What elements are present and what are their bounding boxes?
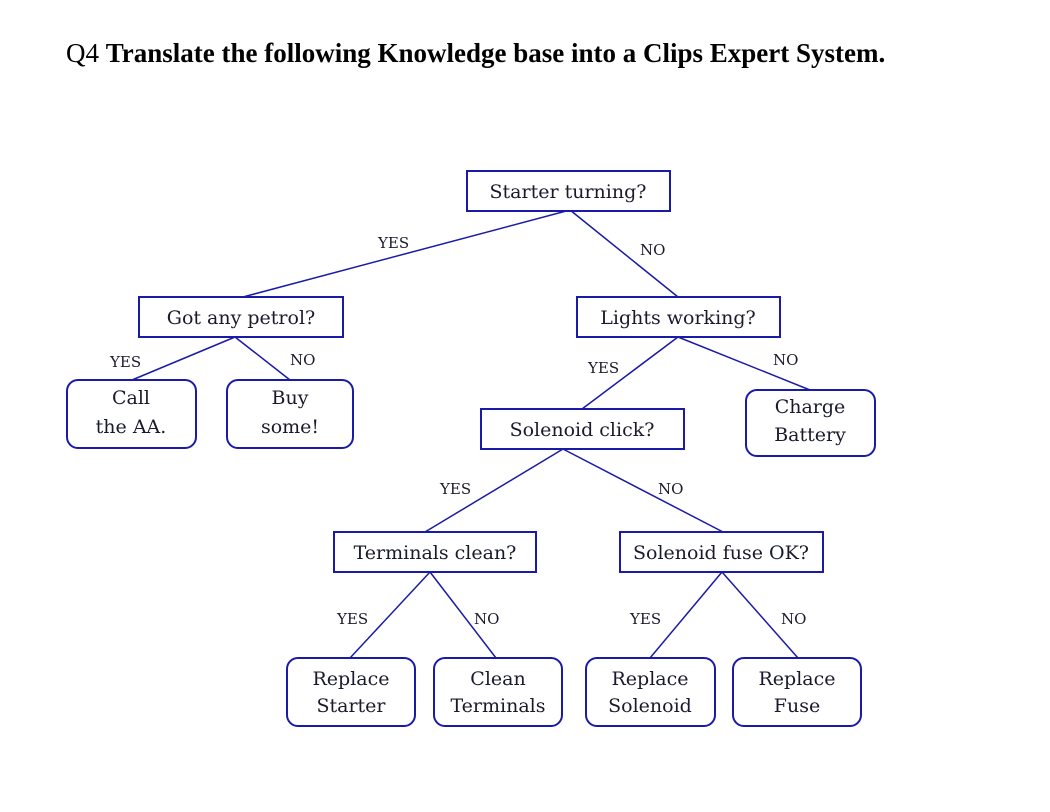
action-node-charge-battery: Charge Battery	[745, 389, 876, 457]
node-label: Buy	[272, 387, 309, 409]
question-node-terminals-clean: Terminals clean?	[333, 531, 537, 573]
tree-edges	[131, 209, 811, 659]
edge-label-yes: YES	[109, 353, 141, 371]
edge-solenoid-no	[562, 448, 724, 533]
action-node-clean-terminals: Clean Terminals	[433, 657, 563, 727]
action-node-call-aa: Call the AA.	[66, 379, 197, 449]
question-node-solenoid-click: Solenoid click?	[480, 408, 685, 450]
question-node-got-any-petrol: Got any petrol?	[138, 296, 344, 338]
question-node-solenoid-fuse-ok: Solenoid fuse OK?	[619, 531, 824, 573]
node-label: Battery	[774, 424, 846, 446]
node-label: Fuse	[774, 695, 820, 717]
node-label: Call	[112, 387, 150, 409]
question-text: Translate the following Knowledge base i…	[105, 38, 886, 68]
edge-labels: YES NO YES NO YES NO YES NO YES NO YES N…	[109, 234, 806, 628]
edge-label-no: NO	[474, 610, 499, 628]
question-node-starter-turning: Starter turning?	[466, 170, 671, 212]
question-heading: Q4 Translate the following Knowledge bas…	[66, 38, 885, 69]
node-label: Solenoid click?	[510, 419, 655, 441]
edge-label-yes: YES	[439, 480, 471, 498]
edge-solenoid-yes	[424, 448, 564, 533]
edge-label-no: NO	[781, 610, 806, 628]
edge-terminals-no	[429, 571, 497, 659]
edge-petrol-yes	[131, 336, 236, 381]
edge-terminals-yes	[349, 571, 431, 659]
action-node-replace-starter: Replace Starter	[286, 657, 416, 727]
question-node-lights-working: Lights working?	[576, 296, 781, 338]
edge-petrol-no	[234, 336, 291, 381]
node-label: Lights working?	[600, 307, 755, 329]
edge-label-no: NO	[640, 241, 665, 259]
edge-fuse-no	[721, 571, 799, 659]
edge-fuse-yes	[649, 571, 723, 659]
node-label: Clean	[470, 668, 525, 690]
edge-lights-yes	[581, 336, 679, 410]
node-label: Replace	[758, 668, 835, 690]
node-label: Solenoid fuse OK?	[633, 542, 809, 564]
action-node-buy-some: Buy some!	[226, 379, 354, 449]
edge-starter-yes	[242, 209, 571, 298]
node-label: Replace	[312, 668, 389, 690]
edge-label-yes: YES	[336, 610, 368, 628]
edge-label-no: NO	[773, 351, 798, 369]
action-node-replace-solenoid: Replace Solenoid	[585, 657, 716, 727]
edge-label-yes: YES	[377, 234, 409, 252]
edge-label-no: NO	[658, 480, 683, 498]
node-label: Charge	[775, 396, 846, 418]
node-label: the AA.	[96, 416, 167, 438]
edge-lights-no	[677, 336, 811, 391]
node-label: Replace	[611, 668, 688, 690]
node-label: Starter	[316, 695, 386, 717]
edge-label-no: NO	[290, 351, 315, 369]
node-label: Solenoid	[608, 695, 692, 717]
edge-label-yes: YES	[587, 359, 619, 377]
node-label: Starter turning?	[490, 181, 647, 203]
action-node-replace-fuse: Replace Fuse	[732, 657, 862, 727]
node-label: some!	[261, 416, 319, 438]
node-label: Terminals	[450, 695, 545, 717]
edge-label-yes: YES	[629, 610, 661, 628]
node-label: Got any petrol?	[167, 307, 315, 329]
node-label: Terminals clean?	[354, 542, 517, 564]
question-number: Q4	[66, 38, 99, 68]
edge-starter-no	[569, 209, 679, 298]
